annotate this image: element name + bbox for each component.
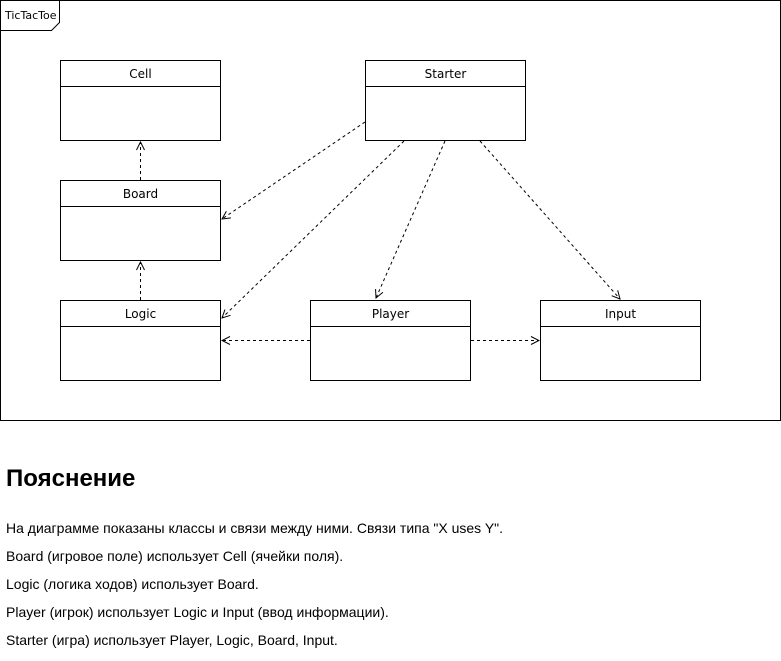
class-name-board: Board xyxy=(123,187,158,201)
explanation-line: На диаграмме показаны классы и связи меж… xyxy=(6,520,504,536)
class-player[interactable]: Player xyxy=(310,300,471,381)
uml-class-diagram: TicTacToe Cell Starter Board Logic Playe… xyxy=(0,0,781,421)
class-name-logic: Logic xyxy=(125,307,156,321)
class-name-cell: Cell xyxy=(129,67,151,81)
explanation-heading: Пояснение xyxy=(6,465,136,492)
frame-label-tab xyxy=(0,0,60,31)
dependency-starter-player xyxy=(376,140,446,298)
dependency-starter-board xyxy=(222,121,366,219)
explanation-section: Пояснение На диаграмме показаны классы и… xyxy=(6,464,776,654)
explanation-line: Board (игровое поле) использует Cell (яч… xyxy=(6,548,344,564)
explanation-line: Starter (игра) использует Player, Logic,… xyxy=(6,632,338,648)
dependency-starter-input xyxy=(479,140,620,299)
explanation-line: Logic (логика ходов) использует Board. xyxy=(6,576,259,592)
dependency-starter-logic xyxy=(222,140,405,318)
class-name-starter: Starter xyxy=(425,67,467,81)
class-board[interactable]: Board xyxy=(60,180,221,261)
class-name-input: Input xyxy=(605,307,636,321)
class-cell[interactable]: Cell xyxy=(60,60,221,141)
explanation-line: Player (игрок) использует Logic и Input … xyxy=(6,604,389,620)
class-starter[interactable]: Starter xyxy=(365,60,526,141)
class-name-player: Player xyxy=(372,307,409,321)
class-input[interactable]: Input xyxy=(540,300,701,381)
class-logic[interactable]: Logic xyxy=(60,300,221,381)
frame-title: TicTacToe xyxy=(4,9,57,22)
